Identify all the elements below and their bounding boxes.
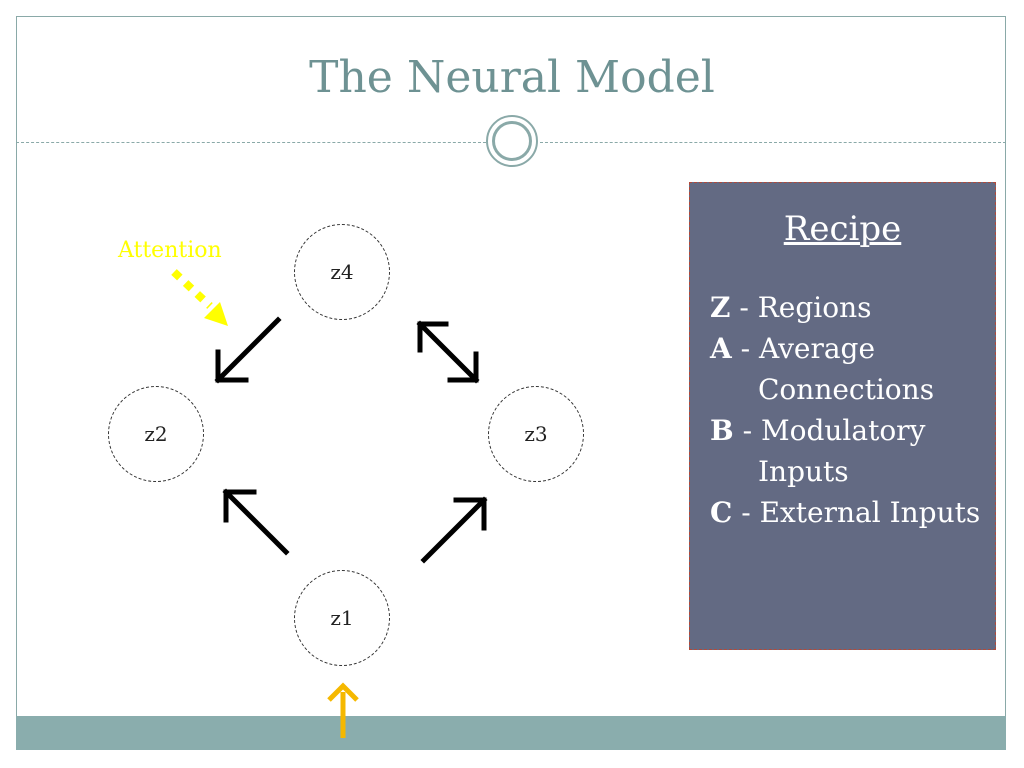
recipe-item-key: C [710,496,733,529]
recipe-item-separator: - [731,332,759,365]
node-z1-label: z1 [330,606,354,630]
recipe-item-separator: - [732,496,760,529]
node-z3: z3 [488,386,584,482]
recipe-item-separator: - [730,291,758,324]
divider-ornament-icon [486,115,538,167]
title-divider-left [16,142,486,143]
recipe-item-a: A - Average Connections [710,328,990,410]
recipe-item-separator: - [733,414,761,447]
attention-label: Attention [118,238,222,263]
recipe-item-text: External Inputs [759,496,981,529]
recipe-panel: Recipe Z - Regions A - Average Connectio… [689,182,996,650]
node-z2-label: z2 [144,422,168,446]
recipe-item-z: Z - Regions [710,287,990,328]
title-divider-right [540,142,1006,143]
node-z3-label: z3 [524,422,548,446]
recipe-item-text: Modulatory Inputs [758,414,926,488]
recipe-item-text: Regions [757,291,872,324]
node-z4-label: z4 [330,260,354,284]
recipe-item-text: Average Connections [758,332,935,406]
node-z2: z2 [108,386,204,482]
node-z1: z1 [294,570,390,666]
recipe-list: Z - Regions A - Average Connections B - … [710,287,990,533]
node-z4: z4 [294,224,390,320]
footer-band [16,716,1006,750]
recipe-item-key: A [710,332,732,365]
recipe-item-key: B [710,414,734,447]
recipe-title: Recipe [783,209,902,249]
slide-title: The Neural Model [309,52,715,103]
recipe-item-b: B - Modulatory Inputs [710,410,990,492]
recipe-item-c: C - External Inputs [710,492,990,533]
recipe-item-key: Z [710,291,731,324]
